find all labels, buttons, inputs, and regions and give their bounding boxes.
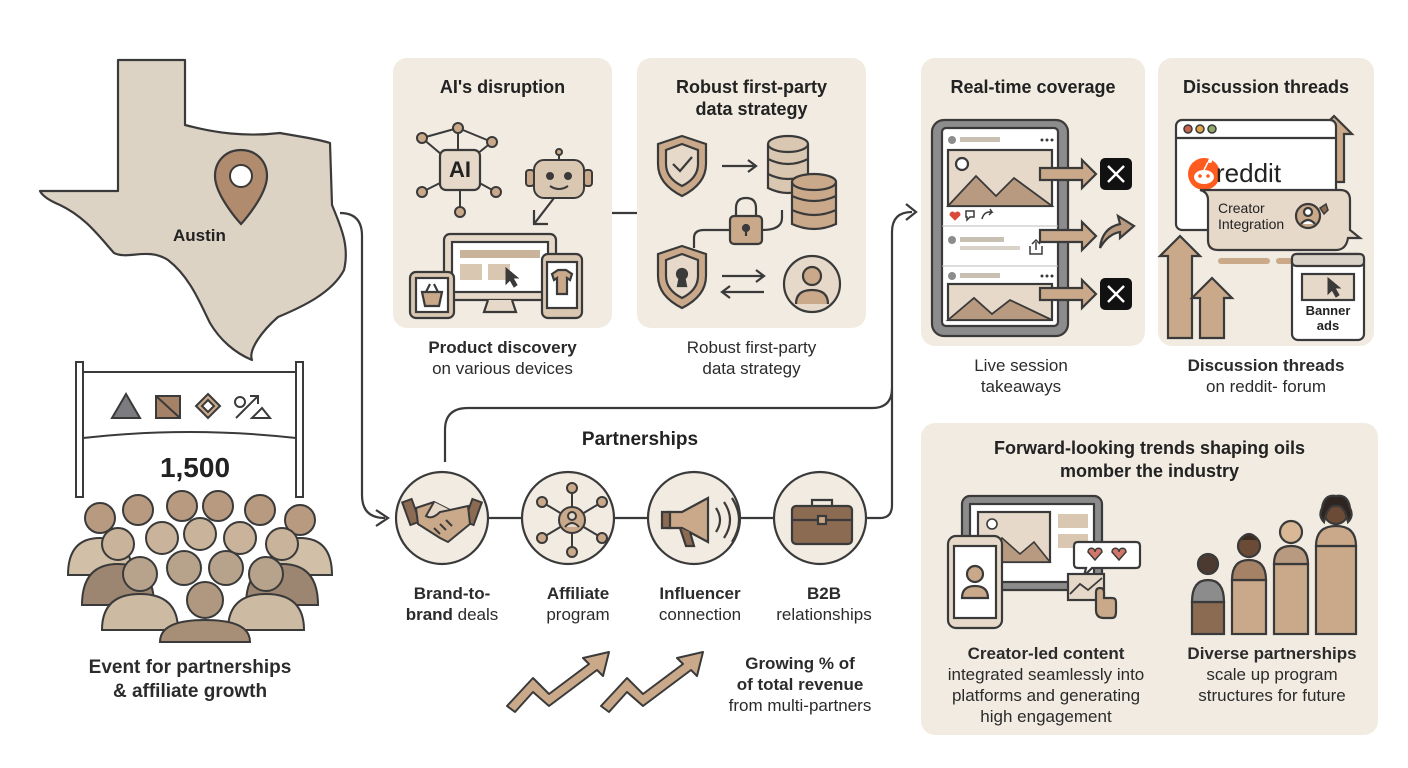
growth-caption: Growing % of of total revenue from multi… xyxy=(700,653,900,716)
megaphone-icon xyxy=(660,496,741,548)
event-caption-line2: & affiliate growth xyxy=(112,681,268,702)
data-security-illustration xyxy=(656,134,842,314)
realtime-caption: Live session takeaways xyxy=(921,355,1121,397)
b2b-label-line2: relationships xyxy=(776,605,872,624)
growth-arrows-icon xyxy=(506,651,704,713)
data-strategy-title-line1: Robust first-party xyxy=(675,77,827,97)
data-strategy-title-line2: data strategy xyxy=(695,99,808,119)
texas-map xyxy=(38,58,347,362)
ai-caption: Product discovery on various devices xyxy=(393,337,612,379)
trends-right-caption: Diverse partnerships scale up program st… xyxy=(1172,643,1372,706)
trends-left-bold: Creator-led content xyxy=(967,644,1125,663)
crowd-illustration xyxy=(66,490,334,643)
bubble-line1: Creator xyxy=(1218,200,1265,216)
realtime-panel-title: Real-time coverage xyxy=(950,77,1116,97)
partner-label-affiliate: Affiliate program xyxy=(498,583,658,625)
partner-label-b2b: B2B relationships xyxy=(744,583,904,625)
ai-caption-bold: Product discovery xyxy=(428,338,577,357)
threads-panel-title: Discussion threads xyxy=(1182,77,1350,97)
trends-left-line2: integrated seamlessly into xyxy=(947,665,1145,684)
ai-caption-rest: on various devices xyxy=(432,359,573,378)
affiliate-label-line2: program xyxy=(546,605,610,624)
handshake-icon xyxy=(400,497,484,544)
growth-line2: of total revenue xyxy=(736,675,864,694)
threads-caption: Discussion threads on reddit- forum xyxy=(1158,355,1374,397)
attendee-count: 1,500 xyxy=(159,452,231,483)
robot-icon xyxy=(525,148,593,199)
down-left-arrow-icon xyxy=(532,197,555,226)
trends-right-line3: structures for future xyxy=(1198,686,1346,705)
brand-label-bold2: brand xyxy=(405,605,453,624)
affiliate-label-line1: Affiliate xyxy=(546,584,610,603)
trends-title-line1: Forward-looking trends shaping oils xyxy=(993,438,1306,458)
bubble-line2: Integration xyxy=(1218,216,1285,232)
brand-label-line1: Brand-to- xyxy=(413,584,491,603)
briefcase-icon xyxy=(790,498,854,546)
data-strategy-caption-line2: data strategy xyxy=(702,359,801,378)
banner-line1: Banner xyxy=(1305,303,1351,318)
reddit-wordmark: reddit xyxy=(1216,158,1282,188)
brand-label-rest2: deals xyxy=(452,605,499,624)
event-caption-line1: Event for partnerships xyxy=(88,657,292,678)
map-city-label: Austin xyxy=(173,226,226,245)
banner-ads-label: Banner ads xyxy=(1292,303,1364,333)
creator-content-illustration xyxy=(946,494,1142,630)
trends-left-line3: platforms and generating xyxy=(951,686,1141,705)
growth-line3: from multi-partners xyxy=(728,696,872,715)
trends-right-bold: Diverse partnerships xyxy=(1187,644,1357,663)
ai-badge-text: AI xyxy=(449,157,471,182)
threads-caption-rest: on reddit- forum xyxy=(1206,377,1326,396)
creator-integration-bubble: Creator Integration xyxy=(1218,200,1284,232)
trends-left-line4: high engagement xyxy=(980,707,1112,726)
ai-network-icon xyxy=(416,122,502,218)
event-caption: Event for partnerships & affiliate growt… xyxy=(55,656,325,704)
data-strategy-caption: Robust first-party data strategy xyxy=(637,337,866,379)
influencer-label-line1: Influencer xyxy=(659,584,741,603)
trends-right-line2: scale up program xyxy=(1206,665,1338,684)
forum-illustration xyxy=(1157,114,1366,342)
banner-line2: ads xyxy=(1316,318,1340,333)
growth-line1: Growing % of xyxy=(745,654,855,673)
multi-device-icon xyxy=(408,232,584,320)
realtime-caption-line1: Live session xyxy=(974,356,1068,375)
network-icon xyxy=(536,482,608,558)
realtime-caption-line2: takeaways xyxy=(980,377,1062,396)
partner-label-brand: Brand-to- brand deals xyxy=(372,583,532,625)
tablet-feed-illustration xyxy=(930,118,1136,338)
b2b-label-line1: B2B xyxy=(806,584,841,603)
trends-title-line2: momber the industry xyxy=(1059,461,1240,481)
trends-left-caption: Creator-led content integrated seamlessl… xyxy=(921,643,1171,727)
location-pin-icon xyxy=(213,148,269,226)
data-strategy-caption-line1: Robust first-party xyxy=(686,338,817,357)
threads-caption-bold: Discussion threads xyxy=(1187,356,1345,375)
partner-label-influencer: Influencer connection xyxy=(620,583,780,625)
partnerships-title: Partnerships xyxy=(581,429,699,450)
influencer-label-line2: connection xyxy=(658,605,742,624)
diverse-podium-illustration xyxy=(1190,494,1358,636)
event-banner xyxy=(75,361,304,498)
ai-panel-title: AI's disruption xyxy=(439,77,566,97)
